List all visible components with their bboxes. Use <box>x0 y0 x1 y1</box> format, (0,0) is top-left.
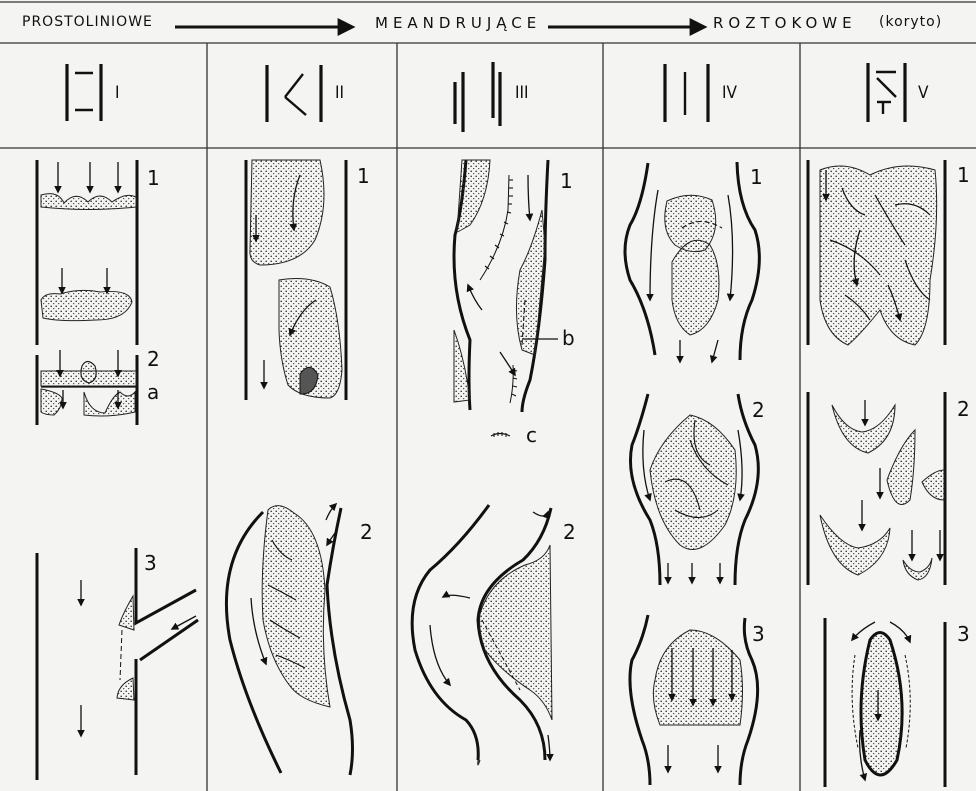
col4-braided <box>625 162 759 785</box>
column-label-2: II <box>335 83 344 103</box>
label-c5-1: 1 <box>957 163 970 187</box>
label-c2-1: 1 <box>357 164 370 188</box>
col3-meander <box>412 160 558 765</box>
label-c3-c: c <box>526 423 537 447</box>
col5-braided <box>808 160 945 787</box>
column-label-4: IV <box>722 83 737 103</box>
column-symbols <box>67 62 905 132</box>
label-c1-2: 2 <box>147 347 160 371</box>
label-c3-1: 1 <box>560 169 573 193</box>
label-c5-3: 3 <box>957 622 970 646</box>
column-label-5: V <box>918 83 928 103</box>
column-label-1: I <box>115 83 120 103</box>
header-meandering: MEANDRUJĄCE <box>375 14 541 32</box>
label-c1-1: 1 <box>147 166 160 190</box>
label-c4-1: 1 <box>750 165 763 189</box>
header-braided: ROZTOKOWE <box>713 14 857 32</box>
label-c4-3: 3 <box>752 622 765 646</box>
column-label-3: III <box>515 83 529 103</box>
label-c1-a: a <box>147 380 159 404</box>
label-c3-b: b <box>562 326 575 350</box>
label-c5-2: 2 <box>957 397 970 421</box>
col1-straight-channel <box>37 160 198 780</box>
header-straight: PROSTOLINIOWE <box>22 14 153 30</box>
label-c1-3: 3 <box>144 551 157 575</box>
col2-meander <box>226 160 352 775</box>
label-c2-2: 2 <box>360 520 373 544</box>
label-c4-2: 2 <box>752 398 765 422</box>
header-channel-note: (koryto) <box>879 14 942 30</box>
label-c3-2: 2 <box>563 520 576 544</box>
